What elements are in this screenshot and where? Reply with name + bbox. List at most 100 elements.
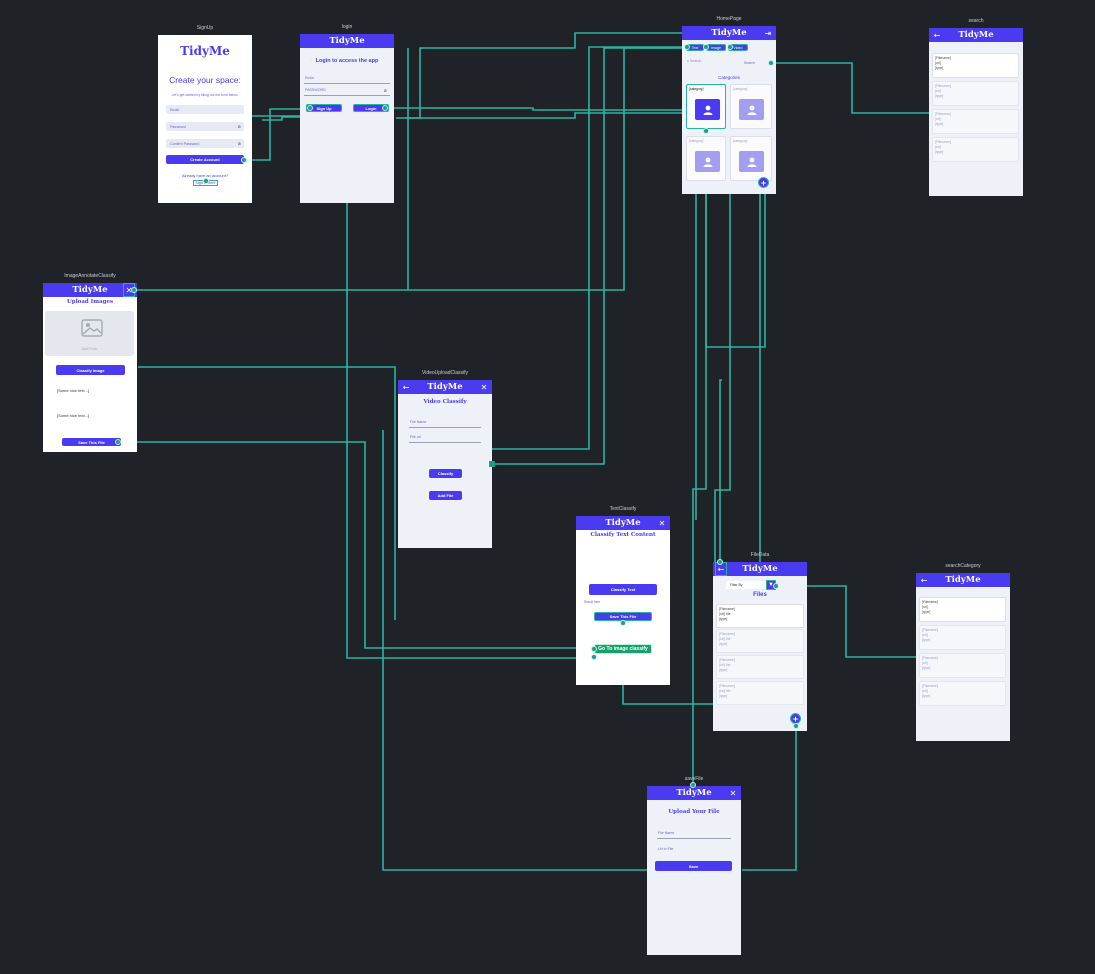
- file-name: [Filename]: [719, 658, 735, 662]
- login-frame: TidyMe Login to access the app Emile PAS…: [300, 34, 394, 203]
- connector-handle[interactable]: [703, 128, 709, 134]
- connector-handle[interactable]: [690, 782, 696, 788]
- category-card[interactable]: [category]: [730, 84, 772, 129]
- save-button[interactable]: Save: [655, 861, 732, 871]
- result-card[interactable]: [Filename][url][type]: [932, 81, 1019, 106]
- result-card[interactable]: [Filename][url][type]: [919, 597, 1006, 622]
- page-title: Upload Images: [66, 299, 114, 305]
- category-card[interactable]: [category]: [686, 84, 726, 129]
- confirm-password-field[interactable]: Confirm Password⊘: [166, 139, 244, 148]
- connector-handle[interactable]: [591, 654, 597, 660]
- goto-image-classify-button[interactable]: Go To image classify: [594, 644, 652, 654]
- connector-handle[interactable]: [241, 157, 247, 163]
- result-label: Result here: [584, 600, 601, 604]
- tab-image[interactable]: Image: [706, 44, 726, 51]
- file-name-field[interactable]: File Name: [409, 420, 481, 428]
- result-card[interactable]: [Filename][url][type]: [932, 109, 1019, 134]
- person-icon: [739, 99, 764, 120]
- connector-handle[interactable]: [203, 178, 209, 184]
- classify-text-button[interactable]: Classify Text: [589, 584, 657, 595]
- file-card[interactable]: [Filename][Url] file[type]: [716, 655, 804, 679]
- connector-handle[interactable]: [684, 44, 690, 50]
- close-icon[interactable]: ✕: [658, 518, 666, 528]
- file-name: [Filename]: [922, 684, 938, 688]
- result-text: [Some nice text...]: [57, 388, 90, 393]
- classify-button[interactable]: Classify: [429, 469, 462, 478]
- back-arrow-icon[interactable]: ←: [402, 382, 410, 392]
- file-name: [Filename]: [922, 656, 938, 660]
- result-card[interactable]: [Filename][url][type]: [919, 681, 1006, 706]
- connector-handle[interactable]: [307, 105, 313, 111]
- create-account-button[interactable]: Create Account: [166, 155, 244, 164]
- back-arrow-icon[interactable]: ←: [920, 575, 928, 585]
- close-icon[interactable]: ✕: [480, 382, 488, 392]
- email-field[interactable]: Email: [166, 105, 244, 114]
- header: TidyMe: [398, 380, 492, 394]
- connector-handle[interactable]: [773, 583, 779, 589]
- file-type: [type]: [935, 65, 944, 70]
- filter-dropdown[interactable]: Filter By: [726, 581, 766, 589]
- connector-handle[interactable]: [768, 60, 774, 66]
- add-file-button[interactable]: Add File: [429, 491, 462, 500]
- frame-label: SignUp: [196, 25, 214, 31]
- eye-off-icon[interactable]: ⊘: [383, 88, 387, 93]
- classify-image-button[interactable]: Classify Image: [56, 365, 125, 375]
- file-type: [type]: [922, 693, 931, 698]
- connector-handle[interactable]: [620, 620, 626, 626]
- page-title: Video Classify: [423, 399, 467, 405]
- password-field[interactable]: PASSWORD⊘: [304, 88, 390, 96]
- add-photo-area[interactable]: Add Photo: [45, 311, 134, 356]
- file-url-field[interactable]: Url to File: [658, 847, 674, 851]
- file-data-frame: TidyMe ← Filter By ▼ Files [Filename][Ur…: [713, 562, 807, 731]
- file-type: [type]: [935, 149, 944, 154]
- eye-off-icon[interactable]: ⊘: [237, 124, 241, 129]
- file-type: [type]: [719, 616, 728, 621]
- connector-handle[interactable]: [382, 105, 388, 111]
- connector-handle[interactable]: [489, 461, 495, 467]
- save-file-button[interactable]: Save This File: [62, 438, 121, 446]
- file-type: [type]: [719, 667, 728, 672]
- signup-frame: TidyMe Create your space: Let's get star…: [158, 35, 252, 203]
- login-button[interactable]: Login: [353, 104, 389, 112]
- search-input[interactable]: ⌕ Search: [686, 59, 742, 67]
- file-name: [Filename]: [719, 684, 735, 688]
- search-frame: TidyMe ← [Filename][url][type] [Filename…: [929, 28, 1023, 196]
- header: TidyMe: [916, 573, 1010, 587]
- category-name: [category]: [733, 87, 748, 91]
- connector-handle[interactable]: [703, 44, 709, 50]
- file-card[interactable]: [Filename][Url] file[type]: [716, 681, 804, 705]
- add-button[interactable]: +: [758, 177, 769, 188]
- connector-handle[interactable]: [591, 646, 597, 652]
- frame-label: TextClassify: [609, 506, 637, 512]
- close-icon[interactable]: ✕: [729, 788, 737, 798]
- header: TidyMe: [713, 562, 807, 576]
- file-card[interactable]: [Filename][Url] file[type]: [716, 629, 804, 653]
- file-url-field[interactable]: File url: [409, 435, 481, 443]
- file-type: [type]: [935, 93, 944, 98]
- email-field[interactable]: Emile: [304, 76, 390, 84]
- file-name-field[interactable]: File Name: [657, 831, 731, 839]
- connector-handle[interactable]: [717, 559, 723, 565]
- connector-handle[interactable]: [131, 287, 137, 293]
- file-url: [url]: [922, 604, 928, 609]
- result-card[interactable]: [Filename][url][type]: [932, 137, 1019, 162]
- search-button[interactable]: Search: [744, 61, 755, 65]
- frame-label: FileData: [750, 552, 770, 558]
- file-url: [Url] file: [719, 662, 731, 667]
- connector-handle[interactable]: [793, 723, 799, 729]
- header: TidyMe: [300, 34, 394, 48]
- connector-handle[interactable]: [727, 44, 733, 50]
- eye-off-icon[interactable]: ⊘: [237, 141, 241, 146]
- password-field[interactable]: Password⊘: [166, 122, 244, 131]
- result-card[interactable]: [Filename][url][type]: [932, 53, 1019, 78]
- signup-button[interactable]: Sign Up: [306, 104, 342, 112]
- category-card[interactable]: [category]: [730, 136, 772, 181]
- logout-icon[interactable]: ⇥: [764, 28, 772, 38]
- result-card[interactable]: [Filename][url][type]: [919, 625, 1006, 650]
- file-card[interactable]: [Filename][Url] file[type]: [716, 604, 804, 628]
- category-card[interactable]: [category]: [686, 136, 726, 181]
- file-name: [Filename]: [935, 112, 951, 116]
- connector-handle[interactable]: [115, 439, 121, 445]
- back-arrow-icon[interactable]: ←: [933, 30, 941, 40]
- result-card[interactable]: [Filename][url][type]: [919, 653, 1006, 678]
